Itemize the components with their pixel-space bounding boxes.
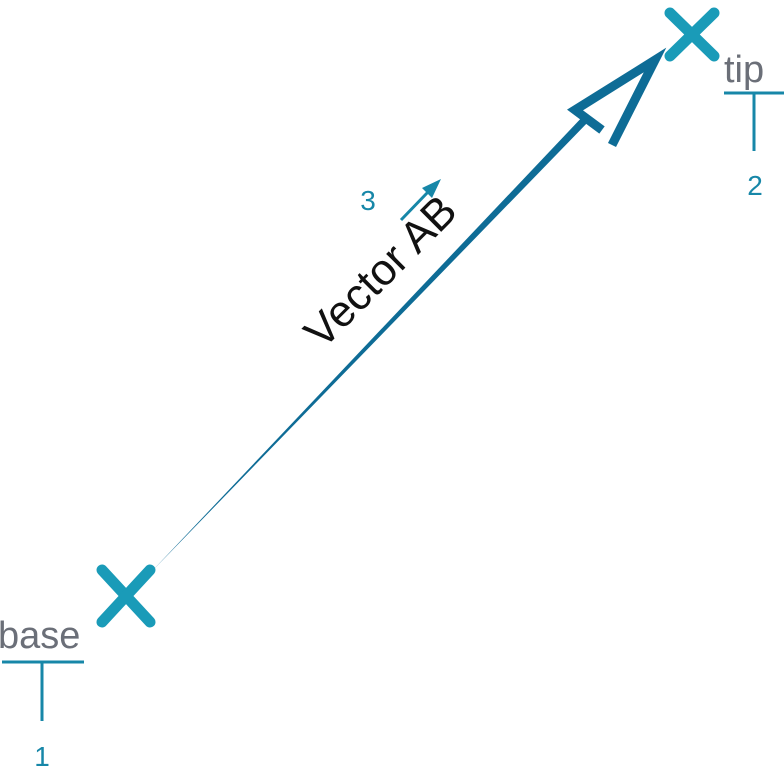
x-cross-stroke [664,7,720,62]
callout-2: 2 [724,91,784,201]
callout-1: 1 [2,660,84,769]
vector-arrowhead [567,47,667,148]
callout-3: 3 [360,179,441,222]
tip-label: tip [724,49,764,91]
callout-3-arrow-shaft [399,190,430,222]
base-label: base [0,615,80,657]
callout-3-number: 3 [360,185,376,216]
vector-shaft [153,113,590,570]
x-cross-stroke [96,564,156,628]
callout-1-number: 1 [34,741,50,769]
callout-2-number: 2 [747,170,763,201]
base-marker [96,564,156,628]
tip-marker [664,7,720,62]
callout-3-arrow-head-icon [422,179,441,198]
